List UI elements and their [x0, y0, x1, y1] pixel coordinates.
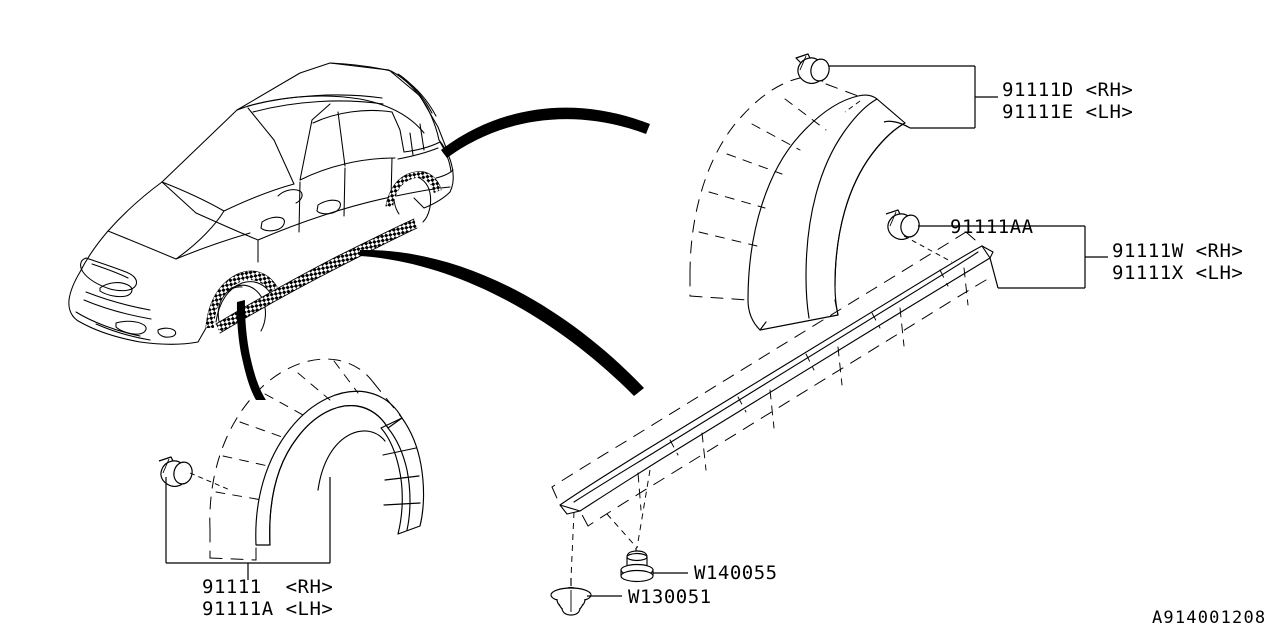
callout-label-sill-rh: 91111W <RH>	[1112, 240, 1244, 262]
callout-label-front-arch-lh: 91111A <LH>	[202, 598, 334, 620]
callout-label-front-arch-rh: 91111 <RH>	[202, 576, 334, 598]
callout-leader-lines	[165, 65, 1108, 597]
grommet-clip-icon	[620, 548, 654, 583]
fir-tree-pin-icon	[550, 578, 592, 616]
push-pin-clip-icon	[158, 456, 193, 487]
callout-label-rear-arch-rh: 91111D <RH>	[1002, 79, 1134, 101]
fastener-label-grommet: W140055	[694, 562, 778, 584]
callout-label-rear-arch-lh: 91111E <LH>	[1002, 101, 1134, 123]
leader-arc-group	[236, 107, 650, 400]
front-arch-molding-part	[209, 358, 425, 561]
push-pin-clip-icon	[795, 53, 830, 84]
callout-label-sill-lh: 91111X <LH>	[1112, 262, 1244, 284]
callout-label-sill-clip: 91111AA	[950, 216, 1034, 238]
push-pin-clip-icon	[885, 209, 920, 240]
drawing-number: A914001208	[1152, 608, 1267, 628]
vehicle-illustration	[68, 62, 454, 345]
rear-arch-molding-part	[689, 76, 906, 331]
side-sill-garnish-part	[551, 231, 994, 527]
fastener-label-pin: W130051	[628, 586, 712, 608]
